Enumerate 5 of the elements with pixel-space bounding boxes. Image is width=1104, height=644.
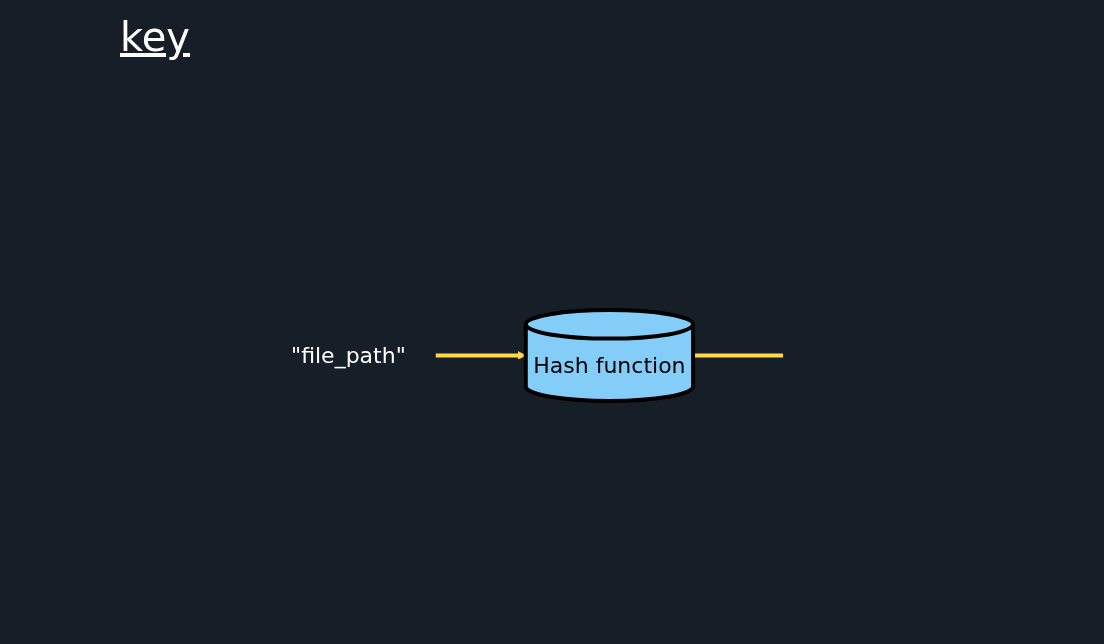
connector-line [693,353,783,357]
arrow [435,350,527,360]
hash-function-cylinder: Hash function [523,307,695,403]
input-text: "file_path" [291,342,406,368]
heading-label: key [120,14,191,60]
